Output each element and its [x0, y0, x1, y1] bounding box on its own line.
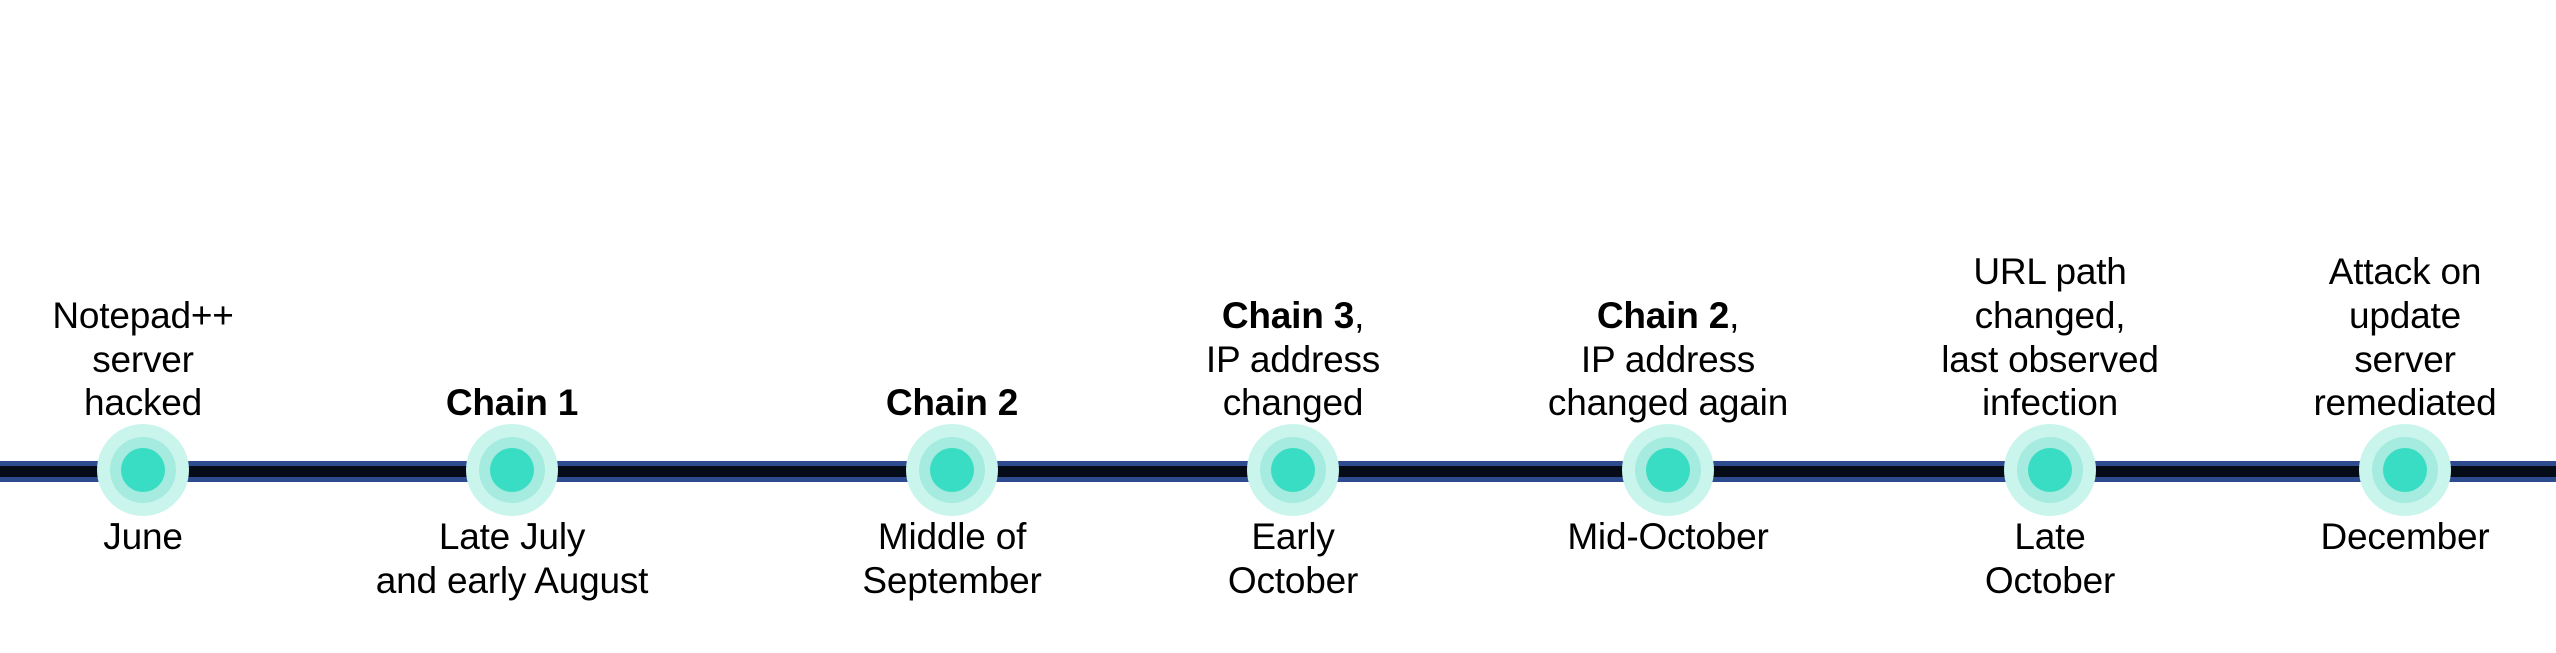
event-label-above-2: Chain 1	[252, 381, 772, 425]
event-label-lead: Chain 3	[1221, 295, 1355, 337]
event-date-below-1: June	[103, 516, 183, 557]
event-label-above-4: Chain 3, IP address changed	[1033, 294, 1553, 425]
event-date-below-2: Late July and early August	[375, 516, 649, 601]
event-date-below-7: December	[2320, 516, 2490, 557]
event-label-rest: Notepad++ server hacked	[52, 295, 234, 424]
node-core-dot	[930, 448, 974, 492]
node-core-dot	[2383, 448, 2427, 492]
event-label-rest: , IP address changed again	[1547, 295, 1789, 424]
event-date-below-4: Early October	[1227, 516, 1359, 601]
event-label-above-5: Chain 2, IP address changed again	[1408, 294, 1928, 425]
node-core-dot	[121, 448, 165, 492]
event-label-lead: Chain 2	[1596, 295, 1730, 337]
event-label-above-1: Notepad++ server hacked	[0, 294, 403, 425]
event-label-rest: URL path changed, last observed infectio…	[1941, 251, 2159, 424]
event-label-above-3: Chain 2	[692, 381, 1212, 425]
event-date-below-5: Mid-October	[1567, 516, 1769, 557]
event-label-rest: , IP address changed	[1205, 295, 1381, 424]
event-date-below-3: Middle of September	[862, 516, 1042, 601]
node-core-dot	[490, 448, 534, 492]
event-label-lead: Chain 2	[885, 382, 1019, 424]
event-label-lead: Chain 1	[445, 382, 579, 424]
node-core-dot	[1646, 448, 1690, 492]
event-date-below-6: Late October	[1984, 516, 2116, 601]
event-label-above-7: Attack on update server remediated	[2145, 250, 2556, 425]
node-core-dot	[2028, 448, 2072, 492]
node-core-dot	[1271, 448, 1315, 492]
event-label-above-6: URL path changed, last observed infectio…	[1790, 250, 2310, 425]
event-label-rest: Attack on update server remediated	[2313, 251, 2497, 424]
